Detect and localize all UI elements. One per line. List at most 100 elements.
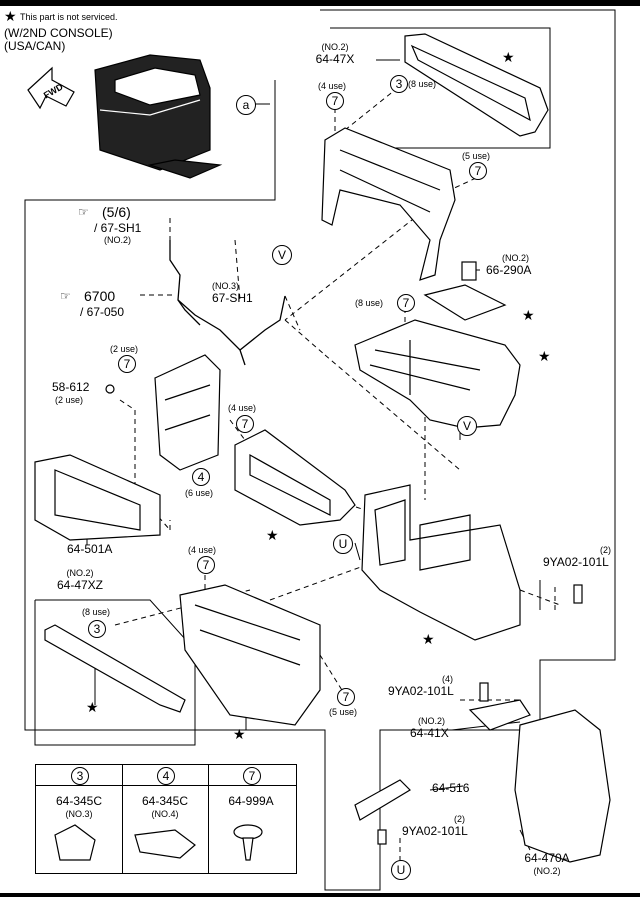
callout-7: 7	[469, 162, 487, 180]
bracket-64-516	[354, 779, 411, 821]
leader	[284, 295, 301, 331]
label-ref-6700: 6700	[84, 288, 116, 304]
star-icon: ★	[4, 8, 17, 24]
label-64-501a: 64-501A	[67, 542, 113, 556]
label-64-47xz: 64-47XZ	[56, 578, 104, 592]
leader	[244, 469, 381, 516]
callout-7: 7	[236, 415, 254, 433]
label-67-sh1-pre: (NO.3)	[212, 281, 239, 291]
side-panel	[179, 584, 321, 726]
label-use: (4 use)	[318, 81, 347, 91]
label-use: (6 use)	[185, 488, 214, 498]
legend-key-7: 7	[243, 767, 261, 785]
trim-box	[34, 599, 196, 746]
callout-7: 7	[326, 92, 344, 110]
ref-6700-icon: ☞	[60, 289, 71, 303]
label-use: (8 use)	[355, 298, 384, 308]
legend-divider	[122, 765, 123, 873]
callout-7: 7	[197, 556, 215, 574]
leader	[234, 239, 241, 301]
label-ref-56-sub: / 67-SH1	[94, 221, 142, 235]
header-note: This part is not serviced.	[20, 12, 118, 22]
label-9ya02-qty: (2)	[454, 814, 465, 824]
callout-u: U	[391, 860, 411, 880]
label-9ya02: 9YA02-101L	[402, 824, 468, 838]
console-thumbnail	[94, 54, 223, 179]
header-config-line2: (USA/CAN)	[4, 39, 66, 53]
legend-key-4: 4	[157, 767, 175, 785]
leader	[344, 89, 396, 131]
tray-64-501a	[34, 454, 161, 541]
header-config-line1: (W/2ND CONSOLE)	[4, 26, 113, 40]
star-icon: ★	[422, 631, 435, 647]
callout-v: V	[272, 245, 292, 265]
front-bracket	[321, 127, 456, 281]
callout-v: V	[457, 416, 477, 436]
storage-tray	[234, 429, 356, 526]
callout-3: 3	[390, 75, 408, 93]
label-64-47xz-pre: (NO.2)	[66, 568, 94, 578]
label-ref-56-post: (NO.2)	[104, 235, 131, 245]
star-icon: ★	[86, 699, 99, 715]
label-66-290a-pre: (NO.2)	[502, 253, 529, 263]
label-ref-56: (5/6)	[102, 204, 131, 220]
leader	[119, 399, 136, 411]
bracket-64-41x	[468, 699, 531, 731]
legend-part-number: 64-345C	[141, 794, 189, 808]
legend-divider	[208, 765, 209, 873]
label-use: (5 use)	[462, 151, 491, 161]
label-use: (2 use)	[55, 395, 84, 405]
legend-key-3: 3	[71, 767, 89, 785]
label-66-290a: 66-290A	[486, 263, 532, 277]
leader	[284, 189, 451, 321]
callout-7: 7	[397, 294, 415, 312]
label-58-612: 58-612	[52, 380, 90, 394]
legend-clip-7	[233, 824, 263, 861]
leader	[449, 177, 477, 191]
callout-7: 7	[118, 355, 136, 373]
harness-67-sh1	[169, 240, 286, 366]
legend-part-sub: (NO.4)	[151, 809, 179, 819]
legend-part-number: 64-999A	[228, 794, 274, 808]
label-9ya02: 9YA02-101L	[388, 684, 454, 698]
screws	[105, 384, 583, 845]
fastener-legend: 3 4 7 64-345C (NO.3) 64-345C (NO.4) 64-9…	[35, 764, 297, 874]
label-use: (8 use)	[82, 607, 111, 617]
star-icon: ★	[522, 307, 535, 323]
callout-4: 4	[192, 468, 210, 486]
legend-clip-4	[134, 829, 196, 859]
callout-3: 3	[88, 620, 106, 638]
label-64-470a-post: (NO.2)	[533, 866, 561, 876]
legend-clip-3	[54, 824, 96, 861]
leader	[324, 354, 461, 471]
label-67-sh1: 67-SH1	[212, 291, 253, 305]
leader	[269, 559, 381, 601]
pad-64-470a	[514, 709, 611, 863]
upper-panel-64-47x	[404, 33, 549, 137]
callout-7: 7	[337, 688, 355, 706]
label-use: (8 use)	[408, 79, 437, 89]
label-64-516: 64-516	[432, 781, 470, 795]
label-64-470a: 64-470A	[524, 851, 570, 865]
label-9ya02: 9YA02-101L	[543, 555, 609, 569]
label-use: (2 use)	[110, 344, 139, 354]
star-icon: ★	[233, 726, 246, 742]
label-64-47x: 64-47X	[315, 52, 355, 66]
bottom-rule	[0, 893, 640, 897]
label-64-47x-pre: (NO.2)	[321, 42, 349, 52]
trim-64-47xz	[44, 624, 186, 713]
callout-u: U	[333, 534, 353, 554]
lid-66-290a	[423, 261, 507, 321]
center-box	[354, 319, 521, 429]
label-9ya02-qty: (4)	[442, 674, 453, 684]
panel-box	[375, 27, 551, 149]
label-use: (4 use)	[228, 403, 257, 413]
star-icon: ★	[502, 49, 515, 65]
star-icon: ★	[266, 527, 279, 543]
label-9ya02-qty: (2)	[600, 545, 611, 555]
legend-part-sub: (NO.3)	[65, 809, 93, 819]
label-use: (4 use)	[188, 545, 217, 555]
label-use: (5 use)	[329, 707, 358, 717]
lower-frame	[361, 484, 521, 641]
label-64-41x-pre: (NO.2)	[418, 716, 445, 726]
